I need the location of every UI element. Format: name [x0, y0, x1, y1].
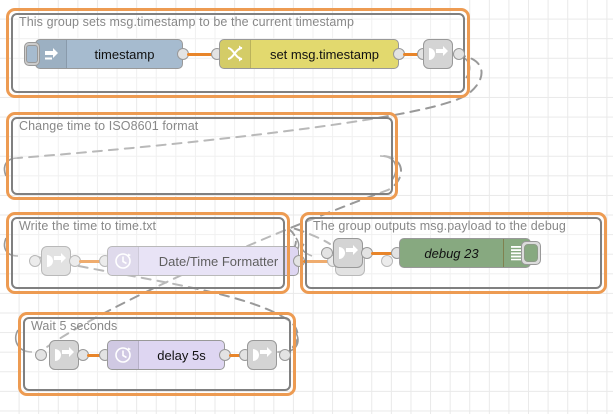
node-delay-label: delay 5s — [157, 347, 206, 363]
wire-linkin-to-delay — [87, 354, 103, 357]
link-out-icon — [429, 46, 448, 60]
group-debug[interactable]: The group outputs msg.payload to the deb… — [300, 212, 607, 294]
group-iso8601-inner — [11, 117, 393, 195]
debug-enable-toggle[interactable] — [521, 241, 541, 265]
inject-trigger-button[interactable] — [24, 42, 40, 66]
clock-icon — [108, 247, 139, 275]
link-out-icon — [253, 347, 272, 361]
group-iso8601-label: Change time to ISO8601 format — [19, 119, 199, 133]
link-in-icon — [339, 245, 358, 259]
wire-delay-to-linkout — [229, 354, 243, 357]
group-debug-label: The group outputs msg.payload to the deb… — [313, 219, 566, 233]
inject-arrow-icon — [36, 40, 67, 68]
node-link-out-5[interactable] — [247, 340, 277, 370]
link-out-5-virtual-port[interactable] — [279, 349, 291, 361]
group-write-file-inner — [11, 217, 285, 289]
wire-linkin-to-datetime — [79, 260, 101, 263]
node-debug-23[interactable]: debug 23 — [399, 238, 541, 268]
node-datetime-label: Date/Time Formatter — [158, 253, 279, 269]
group-write-file-label: Write the time to time.txt — [19, 219, 157, 233]
wire-linkin-to-debug — [371, 252, 393, 255]
wire-change-to-linkout — [403, 53, 421, 56]
node-link-in-5[interactable] — [49, 340, 79, 370]
node-link-in-2[interactable] — [41, 246, 71, 276]
link-out-1-virtual-port[interactable] — [453, 48, 465, 60]
group-write-file[interactable]: Write the time to time.txt time.txt — [6, 212, 290, 294]
debug-toggle-nub-icon — [524, 244, 538, 262]
group-timestamp[interactable]: This group sets msg.timestamp to be the … — [6, 8, 470, 98]
group-iso8601[interactable]: Change time to ISO8601 format Date/Time … — [6, 112, 398, 276]
node-delay-5s[interactable]: delay 5s — [107, 340, 225, 370]
node-change-set-timestamp[interactable]: set msg.timestamp — [219, 39, 399, 69]
inject-trigger-nub-icon — [26, 45, 38, 63]
link-in-icon — [55, 347, 74, 361]
clock-icon — [108, 341, 139, 369]
change-shuffle-icon — [220, 40, 251, 68]
node-inject-timestamp[interactable]: timestamp — [24, 39, 183, 69]
wire-datetime-to-linkout — [303, 260, 331, 263]
group-delay[interactable]: Wait 5 seconds delay 5s — [18, 312, 296, 396]
node-link-out-1[interactable] — [423, 39, 453, 69]
debug-list-icon — [504, 239, 530, 267]
node-change-label: set msg.timestamp — [269, 46, 380, 62]
link-in-icon — [47, 253, 66, 267]
group-timestamp-label: This group sets msg.timestamp to be the … — [19, 15, 354, 29]
link-out-2-virtual-port[interactable] — [381, 255, 393, 267]
node-debug-label: debug 23 — [424, 245, 479, 261]
node-inject-timestamp-label: timestamp — [94, 46, 155, 62]
debug-separator — [503, 239, 504, 267]
node-datetime-formatter[interactable]: Date/Time Formatter — [107, 246, 299, 276]
group-delay-label: Wait 5 seconds — [31, 319, 118, 333]
link-in-4-virtual-port[interactable] — [321, 247, 333, 259]
link-in-2-virtual-port[interactable] — [29, 255, 41, 267]
wire-inject-to-change — [187, 53, 213, 56]
node-link-in-4[interactable] — [333, 238, 363, 268]
link-in-5-virtual-port[interactable] — [35, 349, 47, 361]
